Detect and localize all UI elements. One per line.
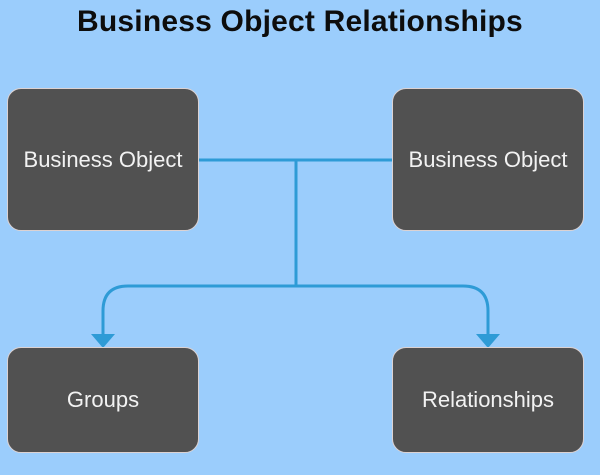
node-business-object-left: Business Object [7, 88, 199, 231]
node-label: Business Object [23, 146, 183, 172]
node-label: Business Object [408, 146, 568, 172]
arrowhead-down-left-icon [91, 334, 115, 348]
node-label: Groups [66, 387, 140, 412]
node-business-object-right: Business Object [392, 88, 584, 231]
node-relationships: Relationships [392, 347, 584, 453]
arrowhead-down-right-icon [476, 334, 500, 348]
branch-connector-line [101, 284, 490, 337]
diagram-title: Business Object Relationships [77, 5, 523, 38]
node-groups: Groups [7, 347, 199, 453]
node-label: Relationships [421, 387, 555, 412]
